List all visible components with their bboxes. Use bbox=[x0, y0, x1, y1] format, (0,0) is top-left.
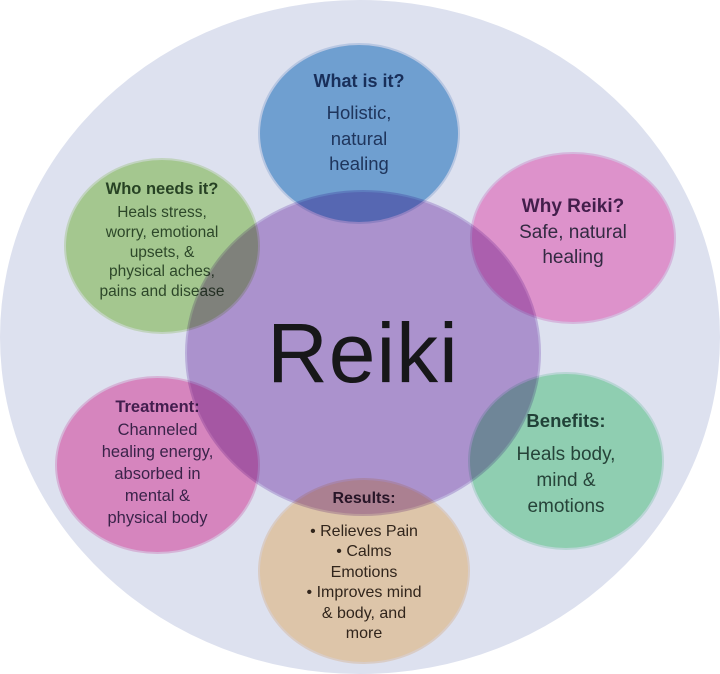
node-circle-who-needs-it: Who needs it? Heals stress, worry, emoti… bbox=[64, 158, 260, 334]
node-title-why-reiki: Why Reiki? bbox=[521, 196, 625, 217]
node-body-who-needs-it: Heals stress, worry, emotional upsets, &… bbox=[99, 204, 225, 301]
node-circle-results: Results: • Relieves Pain • Calms Emotion… bbox=[258, 478, 470, 664]
node-body-why-reiki: Safe, natural healing bbox=[519, 222, 627, 269]
node-title-what-is-it: What is it? bbox=[313, 71, 405, 91]
node-circle-why-reiki: Why Reiki? Safe, natural healing bbox=[470, 152, 676, 324]
node-body-what-is-it: Holistic, natural healing bbox=[326, 102, 392, 175]
node-body-results: • Relieves Pain • Calms Emotions • Impro… bbox=[306, 523, 422, 643]
node-body-benefits: Heals body, mind & emotions bbox=[516, 444, 616, 518]
node-title-who-needs-it: Who needs it? bbox=[105, 180, 219, 198]
node-title-treatment: Treatment: bbox=[115, 398, 200, 416]
node-circle-benefits: Benefits: Heals body, mind & emotions bbox=[468, 372, 664, 550]
node-title-benefits: Benefits: bbox=[526, 410, 606, 431]
node-body-treatment: Channeled healing energy, absorbed in me… bbox=[101, 421, 214, 528]
node-circle-what-is-it: What is it? Holistic, natural healing bbox=[258, 43, 460, 224]
center-label: Reiki bbox=[267, 306, 459, 400]
node-title-results: Results: bbox=[332, 490, 396, 507]
node-circle-treatment: Treatment: Channeled healing energy, abs… bbox=[55, 376, 260, 554]
